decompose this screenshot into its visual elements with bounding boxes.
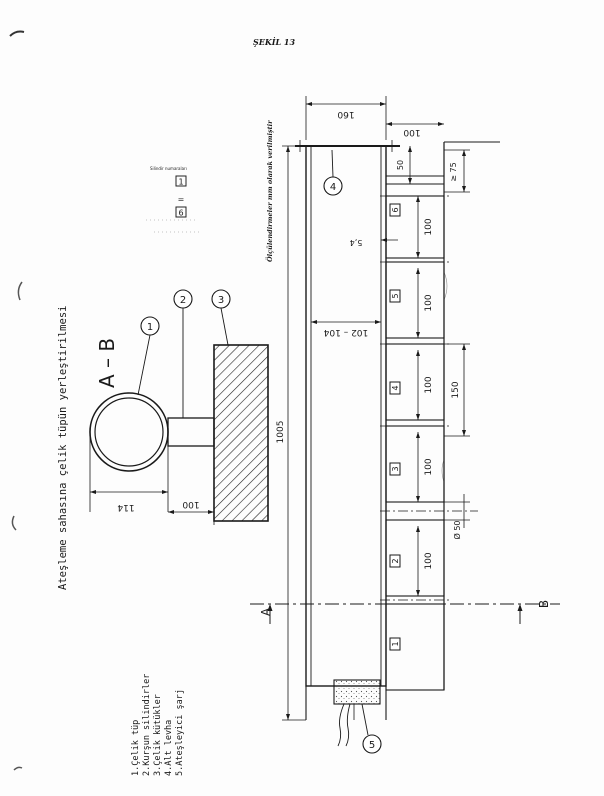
equation-sign: = [178, 195, 185, 204]
dim-inner-diameter: 102 – 104 [323, 327, 368, 337]
cylinder-3-number: 3 [391, 466, 400, 471]
lead-cylinder-2 [385, 519, 445, 597]
number-box-right [175, 206, 187, 218]
section-mark-b: B [537, 600, 551, 608]
tube-outer-circle [89, 392, 169, 472]
cylinder-4-number: 4 [391, 385, 400, 390]
section-mark-a: A [259, 607, 273, 616]
cylinder-6-number: 6 [391, 207, 400, 212]
steel-block-section [213, 344, 269, 522]
figure-title: ŞEKİL 13 [252, 37, 296, 47]
cylinder-6-length: 100 [424, 218, 434, 235]
lead-cylinder-5 [385, 261, 445, 339]
steel-tube [305, 145, 387, 687]
legend-item-4: 4.Alt levha [164, 720, 174, 776]
callout-5 [362, 734, 382, 754]
dim-top-offset: 100 [403, 127, 420, 137]
caption-text: Ateşleme sahasına çelik tüpün yerleştiri… [57, 306, 69, 590]
lead-cylinder-4 [385, 343, 445, 421]
cylinder-3-length: 100 [424, 458, 434, 475]
legend: 1.Çelik tüp 2.Kurşun silindirler 3.Çelik… [131, 674, 185, 776]
lead-cylinder-section [167, 417, 215, 447]
callout-4-label: 4 [330, 182, 336, 193]
cylinder-2-number: 2 [391, 558, 400, 563]
igniter-charge [333, 679, 381, 705]
dim-total-length: 1005 [276, 421, 286, 444]
legend-item-1: 1.Çelik tüp [131, 720, 141, 776]
units-note: Ölçülendirmeler mm olarak verilmiştir [265, 120, 274, 262]
dim-tube-diameter: 114 [117, 502, 134, 512]
dim-wall-thickness: 5,4 [350, 238, 363, 247]
dim-plate-width: 160 [337, 109, 354, 119]
dim-gap-min: ≥ 75 [449, 162, 458, 181]
callout-2-label: 2 [180, 295, 186, 306]
dim-first-gap: 50 [396, 160, 405, 170]
small-note: Silindir numaraları [150, 166, 187, 171]
callout-1-label: 1 [147, 322, 153, 333]
callout-5-label: 5 [369, 740, 375, 751]
dim-spacing: 150 [451, 381, 461, 398]
cylinder-1-number: 1 [391, 641, 400, 646]
equation-right: 6 [178, 209, 183, 218]
cylinder-5-number: 5 [391, 293, 400, 298]
section-label: A – B [95, 338, 119, 388]
dim-plate-height: 100 [182, 499, 199, 509]
dim-block-diameter: Ø 50 [452, 520, 462, 539]
tube-inner-circle [94, 397, 164, 467]
cylinder-4-length: 100 [424, 376, 434, 393]
legend-item-2: 2.Kurşun silindirler [142, 674, 152, 776]
lead-cylinder-1 [385, 603, 445, 691]
legend-item-5: 5.Ateşleyici şarj [175, 689, 185, 776]
equation-left: 1 [178, 178, 183, 187]
callout-3-label: 3 [218, 295, 224, 306]
lead-cylinder-6 [385, 195, 445, 259]
number-box-left [175, 175, 187, 187]
legend-item-3: 3.Çelik kütükler [153, 694, 163, 776]
lead-cylinder-3 [385, 425, 445, 503]
cylinder-2-length: 100 [424, 552, 434, 569]
cylinder-5-length: 100 [424, 294, 434, 311]
